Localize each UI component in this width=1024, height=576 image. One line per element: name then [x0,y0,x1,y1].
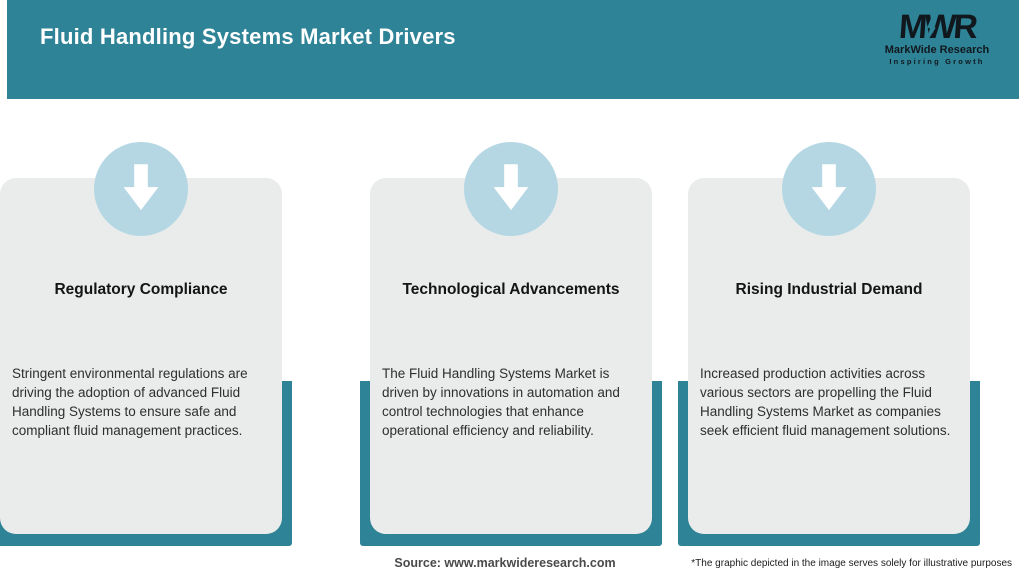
card-body-text: The Fluid Handling Systems Market is dri… [382,366,620,438]
card-title: Technological Advancements [402,281,620,298]
page-title: Fluid Handling Systems Market Drivers [40,24,456,49]
card-title: Regulatory Compliance [54,281,228,298]
markwide-research-logo: MWR MarkWide Research Inspiring Growth [877,8,997,66]
driver-card-technological-advancements: Technological Advancements The Fluid Han… [360,140,662,546]
logo-tagline: Inspiring Growth [889,57,985,66]
down-arrow-icon [94,142,188,236]
card-panel: Technological Advancements The Fluid Han… [370,178,652,534]
mwr-monogram-icon: MWR [898,8,977,46]
driver-card-regulatory-compliance: Regulatory Compliance Stringent environm… [0,140,292,546]
disclaimer-text: *The graphic depicted in the image serve… [691,558,1012,569]
card-body-text: Stringent environmental regulations are … [12,366,248,438]
card-body-text: Increased production activities across v… [700,366,951,438]
logo-name: MarkWide Research [884,44,990,56]
header-band: Fluid Handling Systems Market Drivers MW… [7,0,1019,99]
source-link[interactable]: Source: www.markwideresearch.com [394,556,616,570]
down-arrow-icon [464,142,558,236]
card-panel: Rising Industrial Demand Increased produ… [688,178,970,534]
card-title: Rising Industrial Demand [735,281,923,298]
card-panel: Regulatory Compliance Stringent environm… [0,178,282,534]
driver-card-rising-industrial-demand: Rising Industrial Demand Increased produ… [678,140,980,546]
down-arrow-icon [782,142,876,236]
